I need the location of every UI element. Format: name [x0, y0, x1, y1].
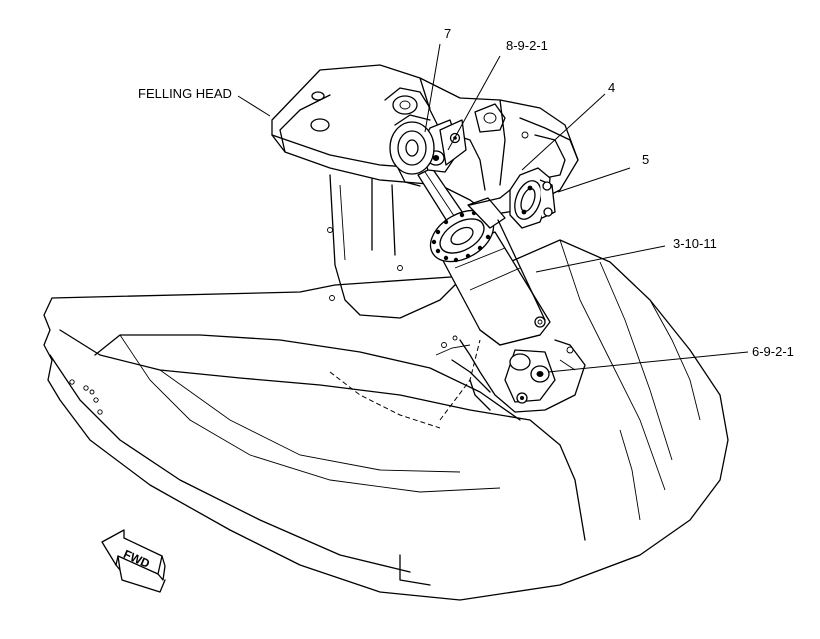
- callout-labels: FELLING HEAD 7 8-9-2-1 4 5 3-10-11 6-9-2…: [138, 26, 794, 359]
- hydraulic-cylinder: [417, 119, 556, 404]
- callout-3-10-11: 3-10-11: [673, 236, 717, 251]
- upper-pin-bushing: [389, 114, 435, 187]
- callout-5: 5: [642, 152, 649, 167]
- lower-mount-bracket: [451, 339, 586, 413]
- callout-6-9-2-1: 6-9-2-1: [752, 344, 794, 359]
- saw-housing: [43, 239, 729, 601]
- callout-4: 4: [608, 80, 615, 95]
- fwd-arrow-icon: FWD: [101, 529, 166, 593]
- callout-7: 7: [444, 26, 451, 41]
- pivot-pin-and-clamp: [469, 167, 556, 229]
- callout-felling-head: FELLING HEAD: [138, 86, 232, 101]
- callout-8-9-2-1: 8-9-2-1: [506, 38, 548, 53]
- leader-lines: [237, 43, 749, 373]
